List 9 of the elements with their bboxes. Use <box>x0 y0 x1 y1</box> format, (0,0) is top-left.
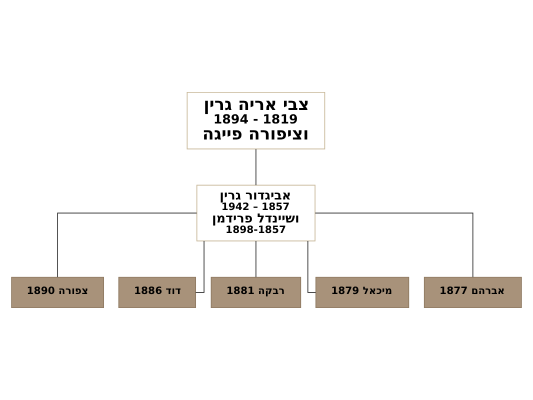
node-box: דוד 1886 <box>118 276 196 308</box>
node-box: צפורה 1890 <box>11 276 104 308</box>
connector <box>195 240 204 293</box>
node-box: מיכאל 1879 <box>315 276 410 308</box>
connector <box>314 212 474 278</box>
node-box: אברהם 1877 <box>424 276 522 308</box>
connector <box>307 240 316 293</box>
node-box: רבקה 1881 <box>210 276 302 308</box>
connector <box>57 212 198 278</box>
